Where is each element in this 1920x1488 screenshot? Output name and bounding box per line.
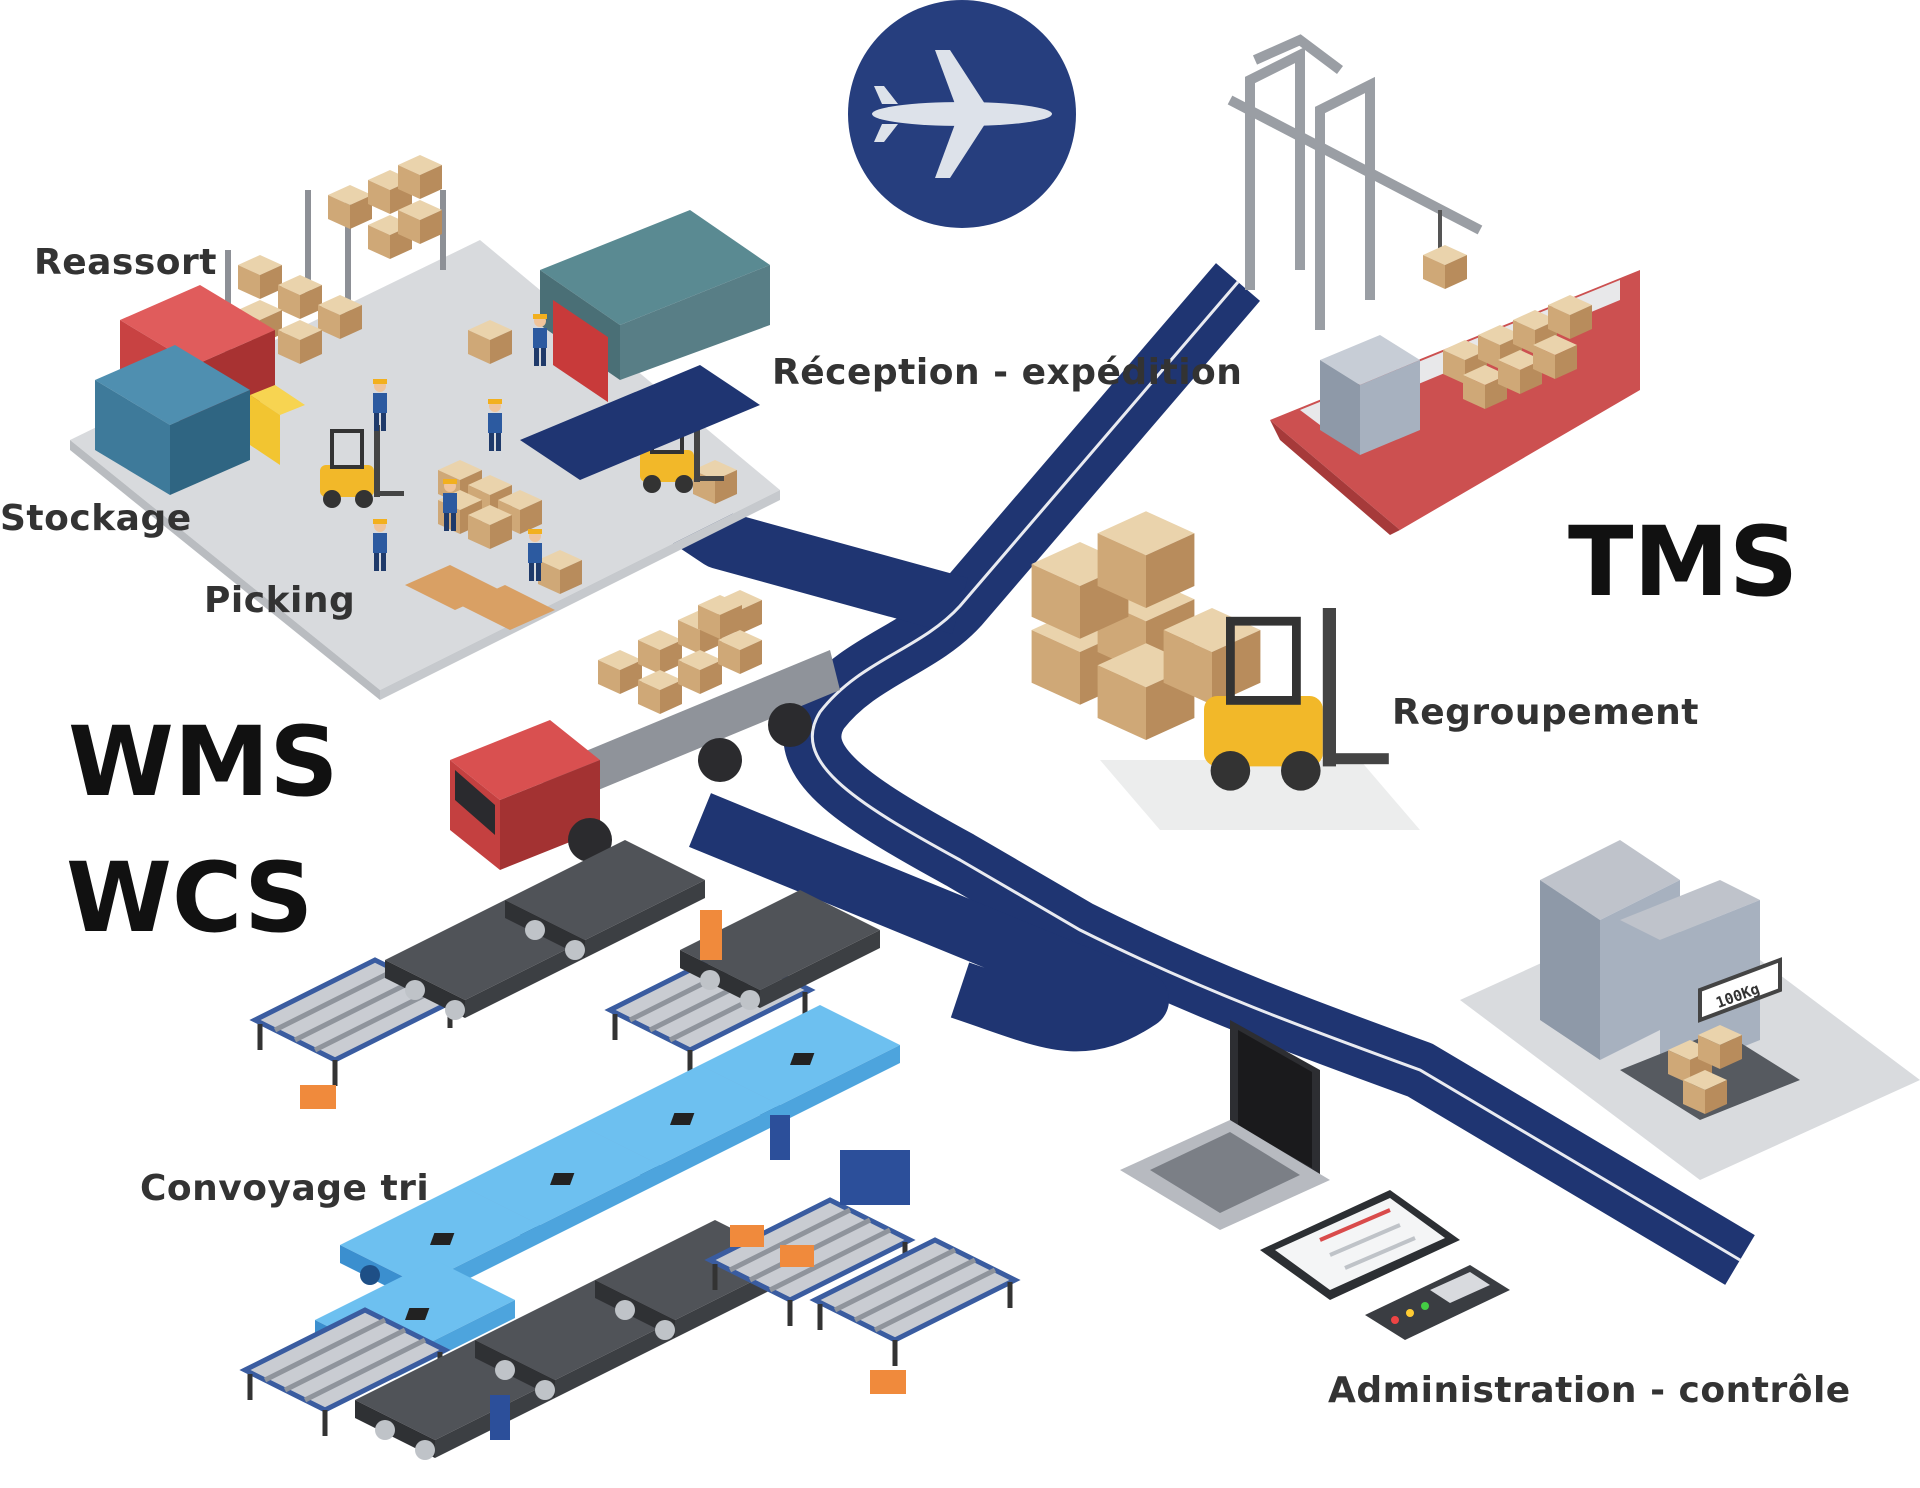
- container-icon: [95, 285, 305, 495]
- label-picking: Picking: [204, 580, 356, 621]
- conveyor-icon: [245, 840, 1015, 1460]
- label-stockage: Stockage: [0, 498, 192, 539]
- warehouse-activity: [318, 314, 760, 630]
- ship-icon: [1270, 270, 1640, 535]
- truck-icon: [450, 590, 840, 870]
- label-convoyage-tri: Convoyage tri: [140, 1168, 430, 1209]
- system-tms: TMS: [1568, 506, 1799, 618]
- warehouse-icon: [540, 210, 770, 403]
- regroupement-stack: [1031, 511, 1420, 830]
- laptop-icon: [1120, 1020, 1330, 1230]
- payment-terminal-icon: [1365, 1265, 1510, 1340]
- clipboard-icon: [1260, 1190, 1460, 1300]
- airplane-icon: [848, 0, 1076, 228]
- label-administration-controle: Administration - contrôle: [1328, 1370, 1851, 1411]
- label-regroupement: Regroupement: [1392, 692, 1699, 733]
- crane-box: [1423, 245, 1467, 289]
- system-wms: WMS: [68, 706, 339, 818]
- label-reassort: Reassort: [34, 242, 217, 283]
- building-icon: 100Kg: [1460, 840, 1920, 1180]
- label-reception-expedition: Réception - expédition: [772, 352, 1243, 393]
- crane-icon: [1227, 34, 1483, 330]
- system-wcs: WCS: [66, 842, 314, 954]
